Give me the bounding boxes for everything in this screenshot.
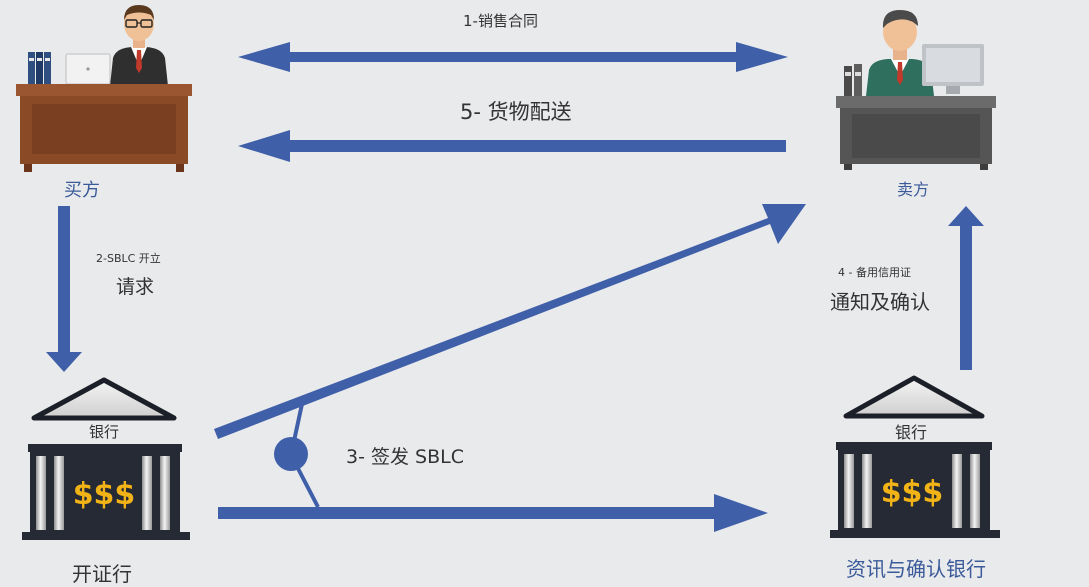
arrow-delivery — [238, 130, 786, 162]
angle-node — [274, 437, 308, 471]
dollar-sign-right: $$$ — [881, 475, 944, 510]
label-bank-left: 银行 — [89, 423, 120, 441]
flow-arrows — [46, 42, 984, 532]
label-sales-contract: 1-销售合同 — [463, 12, 538, 30]
arrow-sales-contract — [238, 42, 788, 72]
label-advising-bank: 资讯与确认银行 — [846, 557, 986, 581]
label-advise-line2: 通知及确认 — [830, 290, 930, 314]
bank-building-icon — [22, 377, 190, 540]
arrow-advise-confirm — [948, 206, 984, 370]
dollar-sign-left: $$$ — [73, 477, 136, 512]
label-advise-line1: 4 - 备用信用证 — [838, 266, 911, 279]
label-issuing-bank: 开证行 — [72, 562, 132, 586]
label-buyer: 买方 — [64, 180, 100, 201]
label-sblc-request-line1: 2-SBLC 开立 — [96, 252, 161, 265]
arrow-sblc-to-seller — [214, 204, 806, 439]
arrow-sblc-request — [46, 206, 82, 372]
buyer-at-desk-icon — [16, 5, 192, 172]
label-goods-delivery: 5- 货物配送 — [460, 100, 572, 124]
label-seller: 卖方 — [897, 180, 930, 199]
seller-at-desk-icon — [836, 10, 996, 170]
bank-building-icon — [830, 375, 1000, 538]
label-sblc-request-line2: 请求 — [116, 276, 155, 298]
label-issue-sblc: 3- 签发 SBLC — [346, 446, 464, 468]
arrow-sblc-to-advising — [218, 494, 768, 532]
label-bank-right: 银行 — [895, 423, 928, 442]
